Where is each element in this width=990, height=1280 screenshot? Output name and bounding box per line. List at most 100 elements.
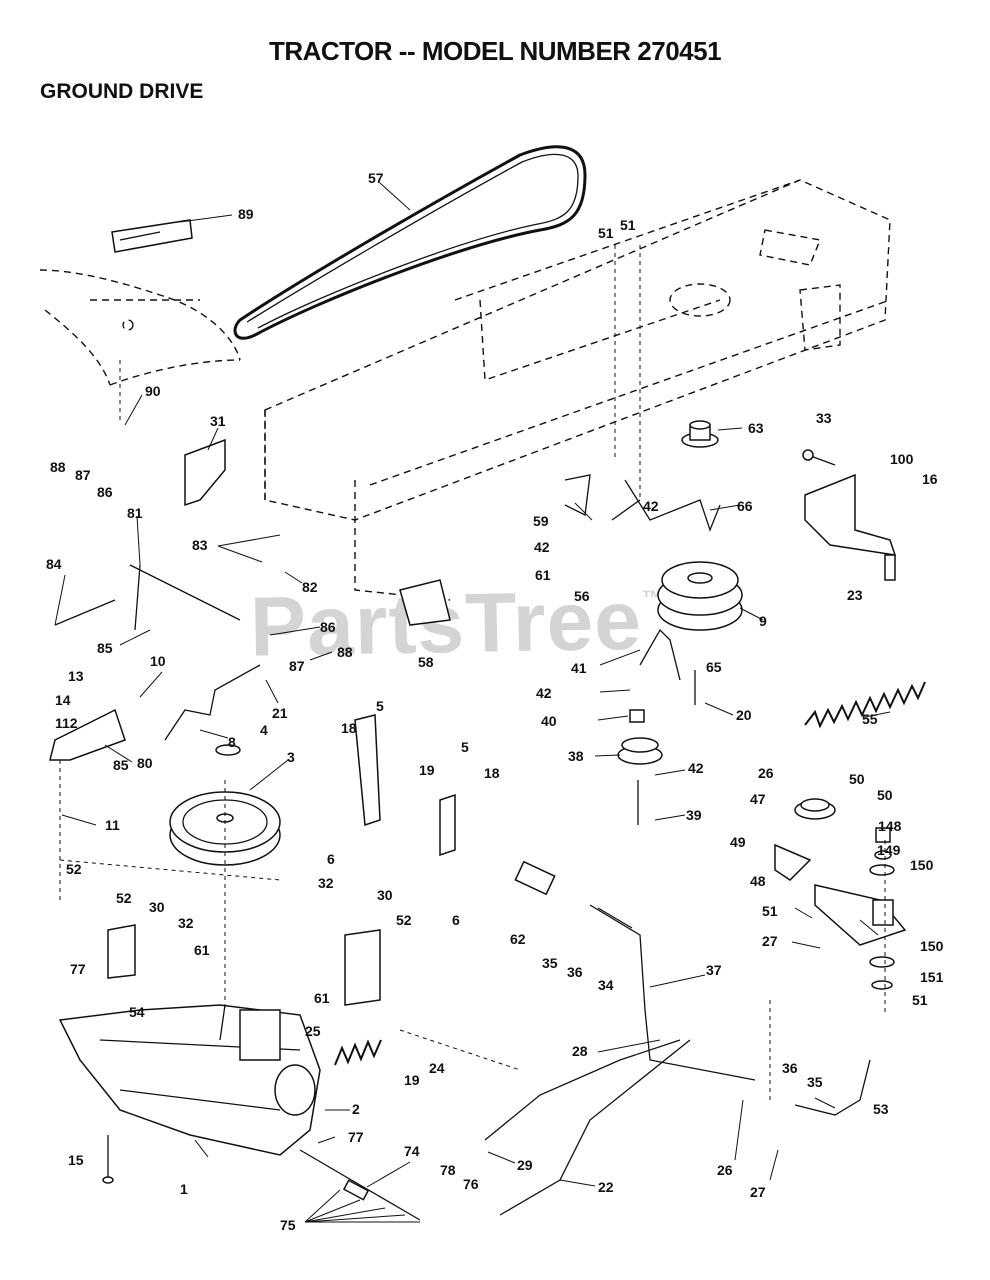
callout-150: 150 (910, 857, 934, 873)
callout-87: 87 (289, 658, 305, 674)
callout-80: 80 (137, 755, 153, 771)
callout-6: 6 (452, 912, 460, 928)
callout-10: 10 (150, 653, 166, 669)
callout-37: 37 (706, 962, 722, 978)
callout-52: 52 (116, 890, 132, 906)
callout-3: 3 (287, 749, 295, 765)
callout-22: 22 (598, 1179, 614, 1195)
callout-26: 26 (717, 1162, 733, 1178)
callout-84: 84 (46, 556, 62, 572)
callout-5: 5 (461, 739, 469, 755)
callout-14: 14 (55, 692, 71, 708)
callout-8: 8 (228, 734, 236, 750)
frame-outline (264, 179, 891, 601)
callout-47: 47 (750, 791, 766, 807)
callout-56: 56 (574, 588, 590, 604)
callout-9: 9 (759, 613, 767, 629)
callout-53: 53 (873, 1101, 889, 1117)
callout-77: 77 (348, 1129, 364, 1145)
callout-42: 42 (688, 760, 704, 776)
callout-65: 65 (706, 659, 722, 675)
callout-66: 66 (737, 498, 753, 514)
callout-100: 100 (890, 451, 914, 467)
callout-49: 49 (730, 834, 746, 850)
spring-55 (804, 681, 926, 729)
callout-18: 18 (341, 720, 357, 736)
callout-58: 58 (418, 654, 434, 670)
callout-15: 15 (68, 1152, 84, 1168)
callout-50: 50 (877, 787, 893, 803)
bracket-31 (184, 438, 226, 507)
callout-52: 52 (396, 912, 412, 928)
callout-19: 19 (404, 1072, 420, 1088)
callout-61: 61 (314, 990, 330, 1006)
callout-36: 36 (782, 1060, 798, 1076)
callout-32: 32 (318, 875, 334, 891)
callout-48: 48 (750, 873, 766, 889)
callout-35: 35 (807, 1074, 823, 1090)
callout-51: 51 (912, 992, 928, 1008)
callout-51: 51 (620, 217, 636, 233)
callout-83: 83 (192, 537, 208, 553)
callout-57: 57 (368, 170, 384, 186)
callout-32: 32 (178, 915, 194, 931)
callout-82: 82 (302, 579, 318, 595)
callout-50: 50 (849, 771, 865, 787)
callout-23: 23 (847, 587, 863, 603)
callout-86: 86 (97, 484, 113, 500)
callout-33: 33 (816, 410, 832, 426)
callout-25: 25 (305, 1023, 321, 1039)
callout-74: 74 (404, 1143, 420, 1159)
callout-27: 27 (762, 933, 778, 949)
callout-34: 34 (598, 977, 614, 993)
callout-24: 24 (429, 1060, 445, 1076)
callout-149: 149 (877, 842, 901, 858)
callout-54: 54 (129, 1004, 145, 1020)
callout-5: 5 (376, 698, 384, 714)
callout-148: 148 (878, 818, 902, 834)
callout-6: 6 (327, 851, 335, 867)
callout-26: 26 (758, 765, 774, 781)
callout-52: 52 (66, 861, 82, 877)
callout-16: 16 (922, 471, 938, 487)
callout-87: 87 (75, 467, 91, 483)
bracket-23 (804, 473, 897, 556)
callout-42: 42 (643, 498, 659, 514)
dash-panel-outline (39, 269, 241, 386)
callout-20: 20 (736, 707, 752, 723)
callout-30: 30 (377, 887, 393, 903)
page-title: TRACTOR -- MODEL NUMBER 270451 (268, 36, 722, 66)
callout-62: 62 (510, 931, 526, 947)
callout-40: 40 (541, 713, 557, 729)
callout-85: 85 (97, 640, 113, 656)
callout-151: 151 (920, 969, 944, 985)
assembly-centerlines (59, 245, 886, 1100)
callout-86: 86 (320, 619, 336, 635)
callout-36: 36 (567, 964, 583, 980)
callout-61: 61 (535, 567, 551, 583)
callout-42: 42 (534, 539, 550, 555)
callout-4: 4 (260, 722, 268, 738)
callout-150: 150 (920, 938, 944, 954)
callout-28: 28 (572, 1043, 588, 1059)
drive-belt (233, 145, 587, 340)
section-title: GROUND DRIVE (40, 80, 204, 103)
callout-85: 85 (113, 757, 129, 773)
callout-31: 31 (210, 413, 226, 429)
callout-81: 81 (127, 505, 143, 521)
callout-29: 29 (517, 1157, 533, 1173)
callout-59: 59 (533, 513, 549, 529)
callout-38: 38 (568, 748, 584, 764)
callout-39: 39 (686, 807, 702, 823)
transaxle-1 (58, 1004, 321, 1156)
callout-2: 2 (352, 1101, 360, 1117)
callout-1: 1 (180, 1181, 188, 1197)
callout-90: 90 (145, 383, 161, 399)
callout-21: 21 (272, 705, 288, 721)
callout-27: 27 (750, 1184, 766, 1200)
callout-30: 30 (149, 899, 165, 915)
callout-13: 13 (68, 668, 84, 684)
callout-35: 35 (542, 955, 558, 971)
